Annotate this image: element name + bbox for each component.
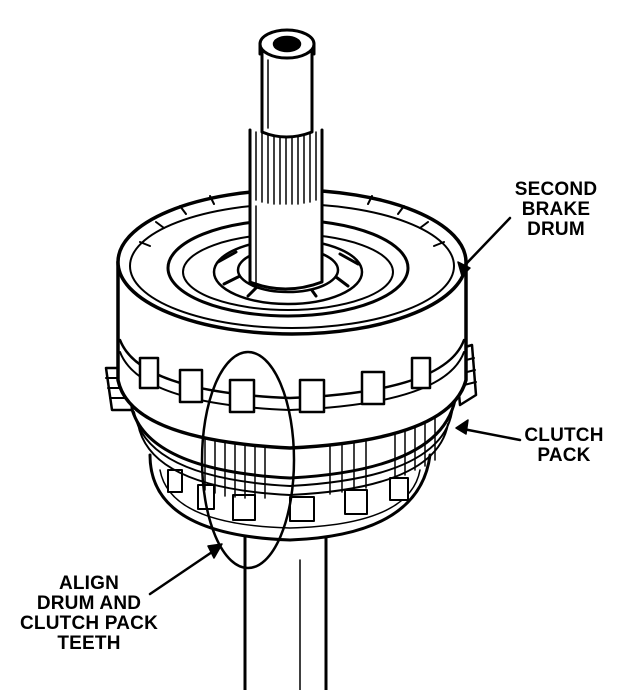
- callout-text: DRUM AND: [36, 593, 142, 614]
- callout-text: CLUTCH: [524, 425, 604, 446]
- callout-text: DRUM: [527, 219, 585, 240]
- leader-lines: [148, 216, 522, 596]
- callout-text: SECOND: [514, 179, 598, 200]
- callout-text: TEETH: [57, 633, 121, 654]
- callout-text: BRAKE: [521, 199, 591, 220]
- input-shaft: [248, 28, 324, 291]
- alignment-highlight-oval: [200, 350, 296, 570]
- callout-text: CLUTCH PACK: [19, 613, 158, 634]
- lower-shaft: [243, 528, 328, 690]
- callout-text: ALIGN: [58, 573, 120, 594]
- leader-align-teeth: [148, 546, 220, 596]
- callout-align-drum-and-clutch-pack-teeth: ALIGN DRUM AND CLUTCH PACK TEETH: [4, 574, 174, 654]
- callout-clutch-pack: CLUTCH PACK: [512, 426, 616, 466]
- callout-second-brake-drum: SECOND BRAKE DRUM: [498, 180, 614, 240]
- leader-clutch-pack: [456, 426, 522, 442]
- callout-text: PACK: [537, 445, 591, 466]
- leader-second-brake-drum: [464, 216, 512, 266]
